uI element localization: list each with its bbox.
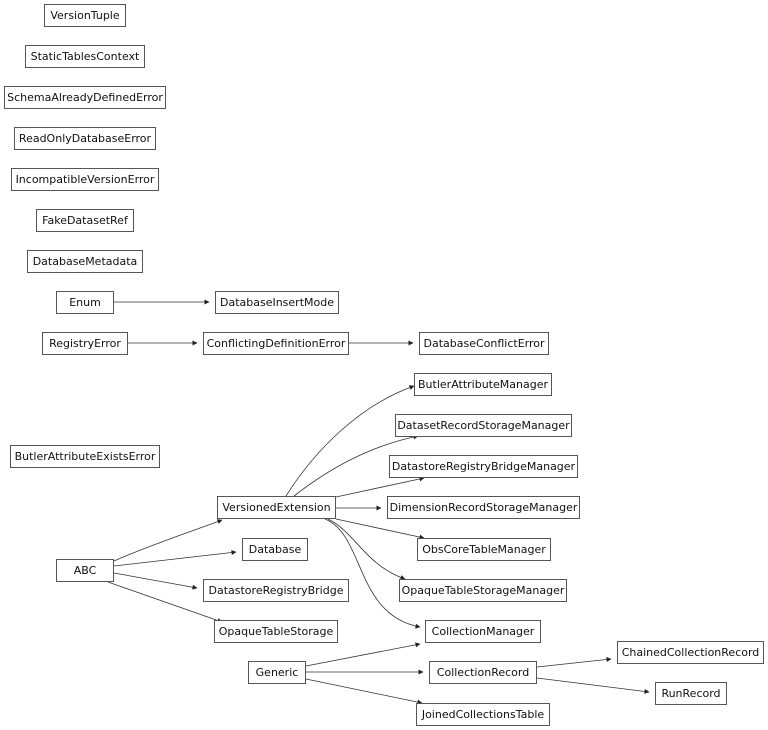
class-node-database-insert-mode[interactable]: DatabaseInsertMode	[215, 291, 339, 314]
class-node-database-metadata[interactable]: DatabaseMetadata	[27, 250, 143, 273]
class-node-opaque-table-storage-manager[interactable]: OpaqueTableStorageManager	[399, 579, 567, 602]
class-node-database[interactable]: Database	[242, 538, 308, 561]
class-node-butler-attribute-manager[interactable]: ButlerAttributeManager	[414, 373, 552, 396]
class-node-obs-core-table-manager[interactable]: ObsCoreTableManager	[417, 538, 551, 561]
class-node-generic[interactable]: Generic	[248, 661, 306, 684]
class-node-chained-collection-record[interactable]: ChainedCollectionRecord	[617, 641, 764, 664]
edge-ABC-to-VersionedExtension	[113, 519, 223, 562]
edge-Generic-to-CollectionManager	[305, 642, 421, 667]
class-node-collection-record[interactable]: CollectionRecord	[429, 661, 537, 684]
edge-VersionedExtension-to-DatastoreRegistryBridgeManager	[335, 476, 425, 498]
class-node-version-tuple[interactable]: VersionTuple	[44, 4, 126, 27]
edge-CollectionRecord-to-RunRecord	[536, 677, 650, 694]
class-node-fake-dataset-ref[interactable]: FakeDatasetRef	[36, 209, 134, 232]
inheritance-edges	[107, 299, 650, 705]
class-node-registry-error[interactable]: RegistryError	[42, 332, 128, 355]
edge-VersionedExtension-to-ButlerAttributeManager	[285, 385, 415, 497]
class-node-dataset-record-storage-manager[interactable]: DatasetRecordStorageManager	[395, 414, 572, 437]
class-node-enum[interactable]: Enum	[56, 291, 114, 314]
class-node-butler-attribute-exists-error[interactable]: ButlerAttributeExistsError	[10, 445, 160, 468]
class-node-incompatible-version-error[interactable]: IncompatibleVersionError	[11, 168, 159, 191]
class-node-database-conflict-error[interactable]: DatabaseConflictError	[419, 332, 549, 355]
class-node-conflicting-definition-error[interactable]: ConflictingDefinitionError	[203, 332, 349, 355]
class-node-dimension-record-storage-manager[interactable]: DimensionRecordStorageManager	[387, 496, 580, 519]
edge-ABC-to-Database	[113, 550, 237, 567]
edge-VersionedExtension-to-ObsCoreTableManager	[335, 518, 425, 540]
class-node-datastore-registry-bridge-manager[interactable]: DatastoreRegistryBridgeManager	[389, 455, 578, 478]
class-node-read-only-database-error[interactable]: ReadOnlyDatabaseError	[14, 127, 156, 150]
edge-CollectionRecord-to-ChainedCollectionRecord	[536, 656, 612, 668]
edge-VersionedExtension-to-CollectionManager	[324, 518, 421, 629]
edge-VersionedExtension-to-DatasetRecordStorageManager	[293, 434, 419, 497]
class-node-run-record[interactable]: RunRecord	[655, 682, 727, 705]
edge-ABC-to-OpaqueTableStorage	[107, 581, 223, 623]
class-node-joined-collections-table[interactable]: JoinedCollectionsTable	[416, 703, 550, 726]
class-node-datastore-registry-bridge[interactable]: DatastoreRegistryBridge	[203, 579, 349, 602]
class-node-schema-already-defined-error[interactable]: SchemaAlreadyDefinedError	[4, 86, 166, 109]
class-node-versioned-extension[interactable]: VersionedExtension	[217, 496, 336, 519]
class-node-collection-manager[interactable]: CollectionManager	[425, 620, 541, 643]
class-node-abc[interactable]: ABC	[56, 559, 114, 582]
edge-VersionedExtension-to-OpaqueTableStorageManager	[327, 518, 406, 580]
edge-Generic-to-JoinedCollectionsTable	[305, 678, 423, 705]
class-node-opaque-table-storage[interactable]: OpaqueTableStorage	[214, 620, 338, 643]
class-node-static-tables-context[interactable]: StaticTablesContext	[25, 45, 145, 68]
edge-ABC-to-DatastoreRegistryBridge	[113, 572, 198, 590]
